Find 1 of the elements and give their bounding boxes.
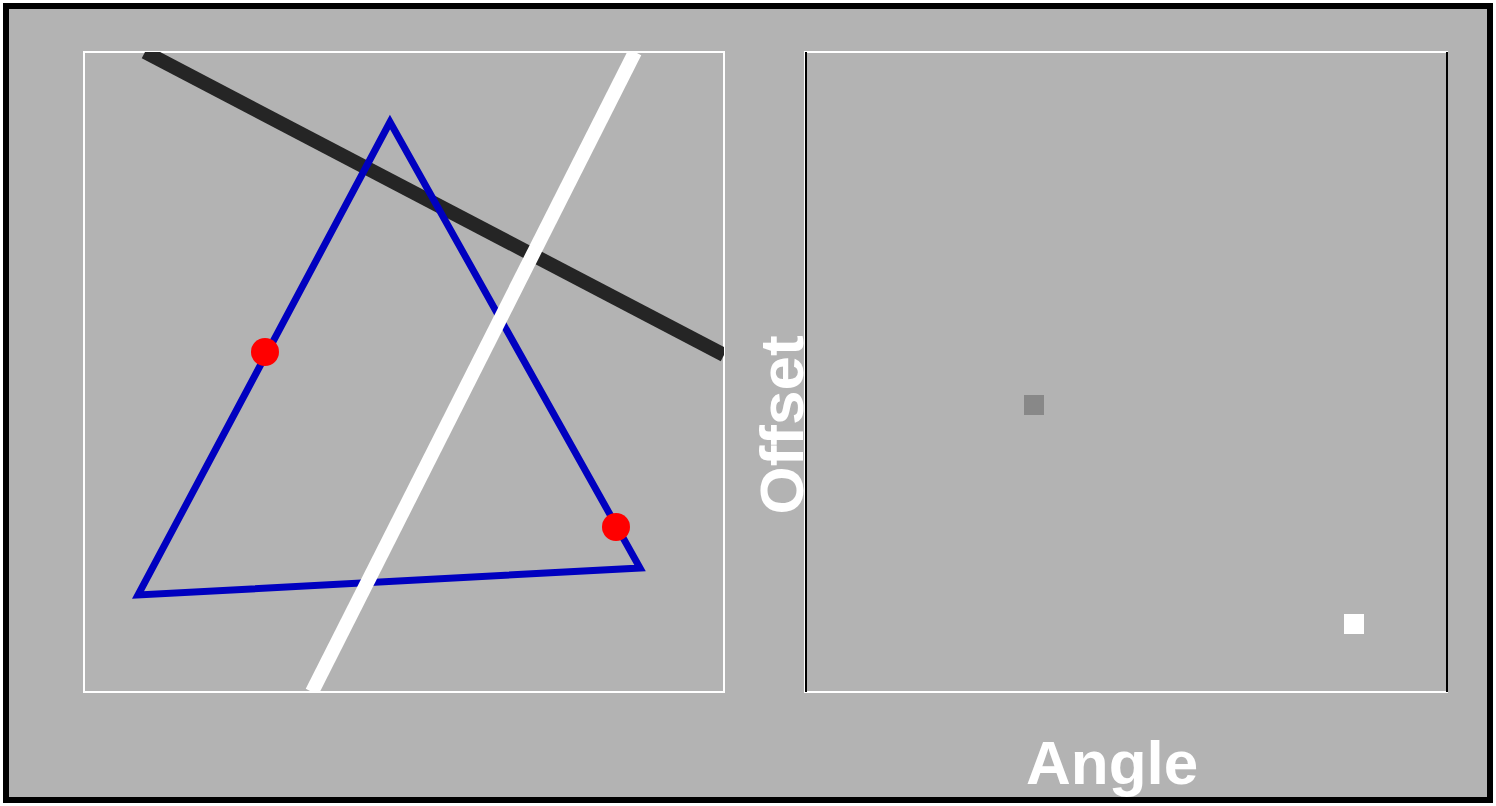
axis-label: Offset — [750, 335, 813, 515]
